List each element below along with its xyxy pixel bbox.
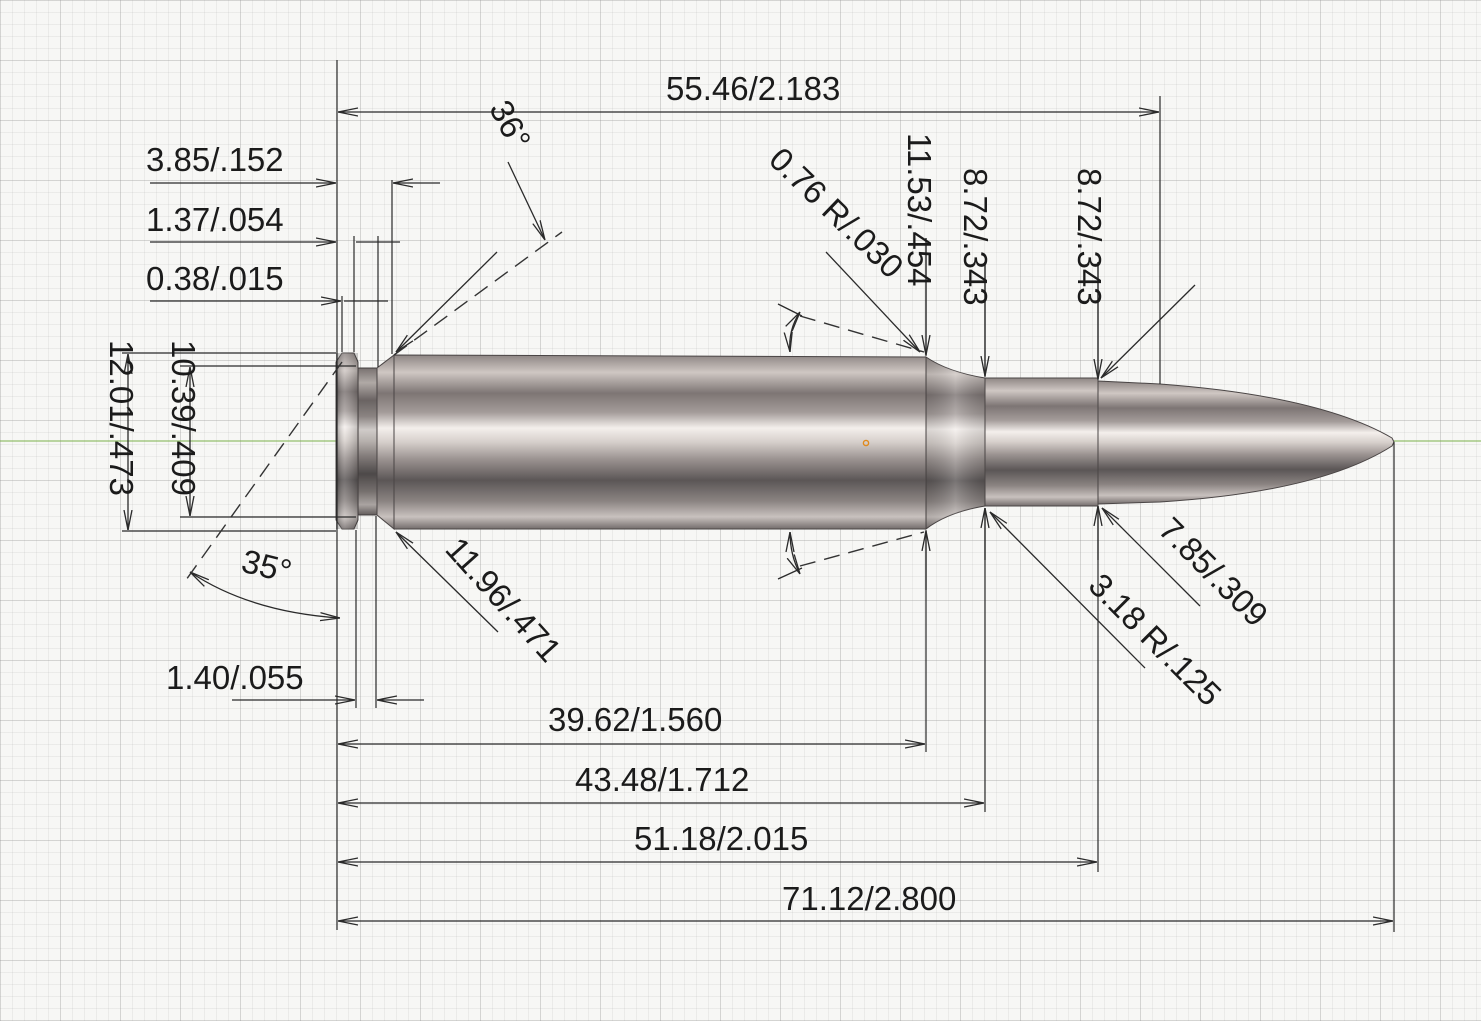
label-length-51: 51.18/2.015: [634, 820, 808, 857]
label-rim-diameter: 12.01/.473: [103, 340, 140, 496]
case-body: [393, 354, 927, 530]
label-angle-35: 35°: [238, 542, 295, 590]
cartridge: [335, 352, 1395, 531]
label-groove-diameter: 10.39/.409: [165, 340, 202, 496]
label-base-diameter: 11.96/.471: [439, 530, 569, 669]
case-bevel: [376, 353, 395, 531]
label-neck-diameter-1: 8.72/.343: [957, 168, 994, 306]
label-oal-top: 55.46/2.183: [666, 70, 840, 107]
label-shoulder-diameter: 11.53/.454: [901, 133, 938, 287]
label-neck-diameter-2: 8.72/.343: [1071, 168, 1108, 306]
bullet: [1097, 380, 1395, 505]
label-extractor-groove: 1.37/.054: [146, 201, 284, 238]
label-length-43: 43.48/1.712: [575, 761, 749, 798]
label-length-39: 39.62/1.560: [548, 701, 722, 738]
label-bullet-diameter: 7.85/.309: [1152, 510, 1275, 633]
label-length-71: 71.12/2.800: [782, 880, 956, 917]
angle-construction-lines: [185, 231, 925, 581]
dimension-lines: [128, 112, 1393, 921]
center-marker: [862, 439, 870, 447]
label-angle-36: 36°: [482, 94, 538, 155]
label-rim-thickness: 0.38/.015: [146, 260, 284, 297]
label-rim-bevel: 1.40/.055: [166, 659, 304, 696]
label-rim-to-shoulder-ref: 3.85/.152: [146, 141, 284, 178]
case-neck: [984, 377, 1099, 507]
